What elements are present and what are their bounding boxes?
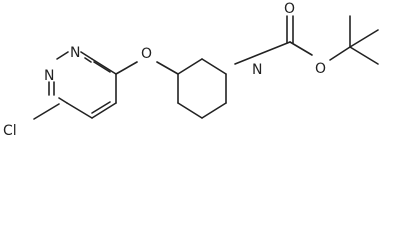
bond	[234, 41, 291, 65]
bond	[66, 102, 93, 119]
piperidine-ring	[177, 58, 227, 119]
bond	[349, 29, 379, 48]
atom-label-n: N	[70, 45, 80, 61]
bond	[80, 51, 93, 60]
bond	[201, 102, 227, 119]
bond	[177, 58, 203, 75]
atom-label-n: N	[44, 68, 54, 84]
bond	[349, 46, 379, 65]
bond	[33, 103, 60, 120]
atom-label-cl: Cl	[3, 123, 17, 138]
structure-diagram: Cl N N O N O O	[3, 1, 379, 138]
bond	[177, 102, 203, 119]
boc-group	[234, 15, 379, 65]
atom-label-n: N	[252, 62, 262, 78]
pyridazine-ring	[48, 51, 117, 119]
bond	[91, 58, 117, 75]
atom-label-o: O	[284, 1, 295, 17]
atom-label-o: O	[141, 46, 152, 62]
double-bond-inner	[84, 57, 92, 63]
bond	[58, 97, 68, 104]
bond	[289, 41, 313, 56]
bond	[156, 61, 179, 75]
bond	[56, 51, 69, 60]
bond	[115, 61, 138, 75]
double-bond-inner	[93, 61, 111, 73]
bond	[201, 58, 227, 75]
atom-label-o: O	[315, 61, 326, 77]
bond	[91, 102, 117, 119]
bond	[329, 46, 351, 61]
double-bond-inner	[91, 101, 111, 114]
